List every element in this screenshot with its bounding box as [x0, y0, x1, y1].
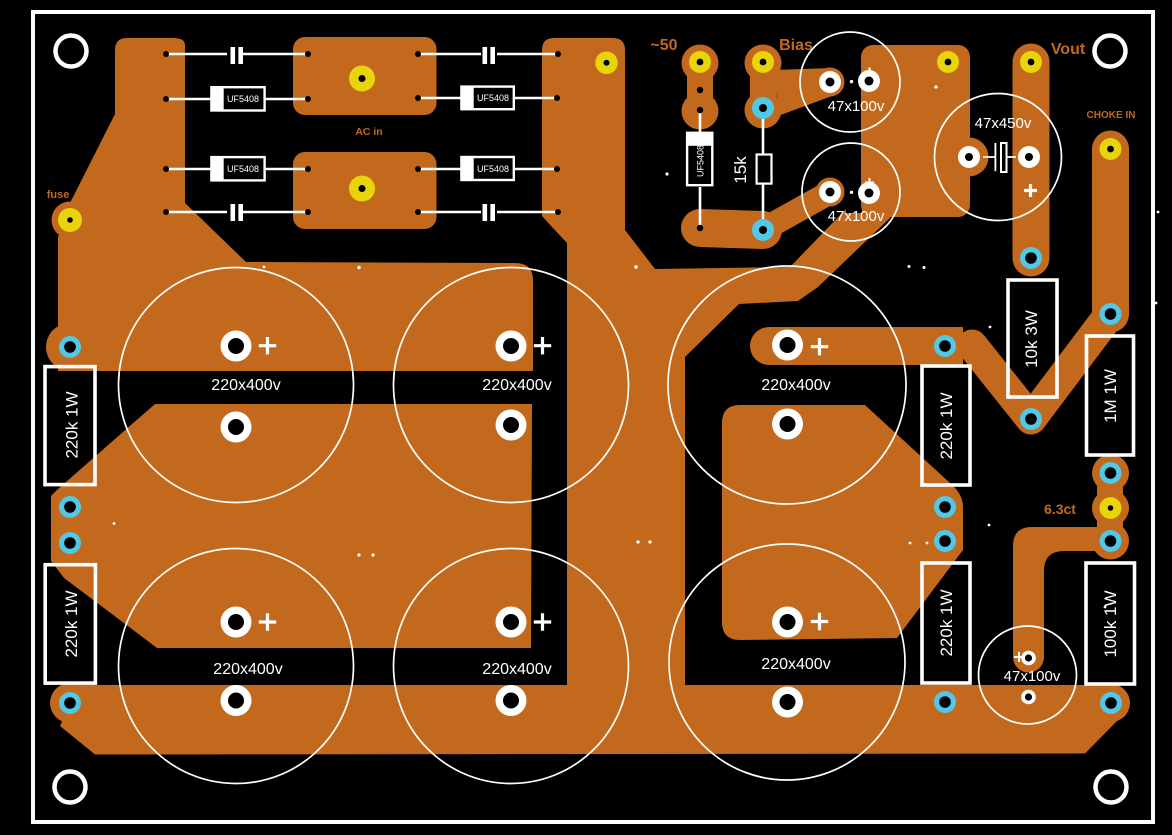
svg-text:220x400v: 220x400v [761, 656, 830, 673]
svg-text:UF5408: UF5408 [477, 164, 509, 174]
svg-text:220x400v: 220x400v [213, 661, 282, 678]
svg-text:220k 1W: 220k 1W [63, 391, 82, 458]
svg-text:6.3ct: 6.3ct [1044, 501, 1076, 517]
svg-text:AC in: AC in [355, 126, 382, 138]
svg-text:220x400v: 220x400v [482, 661, 551, 678]
svg-text:~50: ~50 [650, 37, 677, 54]
svg-text:UF5408: UF5408 [227, 164, 259, 174]
svg-text:UF5408: UF5408 [477, 93, 509, 103]
svg-text:UF5408: UF5408 [696, 145, 706, 177]
svg-text:100k 1W: 100k 1W [1101, 590, 1120, 657]
svg-text:1M 1W: 1M 1W [1101, 369, 1120, 423]
svg-text:47x450v: 47x450v [975, 115, 1032, 132]
svg-text:CHOKE IN: CHOKE IN [1087, 110, 1136, 121]
svg-text:220k 1W: 220k 1W [937, 392, 956, 459]
svg-text:220x400v: 220x400v [211, 377, 280, 394]
svg-text:15k: 15k [731, 156, 750, 184]
svg-text:47x100v: 47x100v [1004, 668, 1061, 685]
svg-text:Bias: Bias [779, 37, 813, 54]
svg-text:47x100v: 47x100v [828, 98, 885, 115]
svg-text:10k 3W: 10k 3W [1022, 310, 1041, 368]
svg-text:fuse: fuse [47, 189, 70, 201]
svg-text:220k 1W: 220k 1W [937, 589, 956, 656]
svg-text:220k 1W: 220k 1W [62, 590, 81, 657]
svg-text:220x400v: 220x400v [761, 377, 830, 394]
svg-text:47x100v: 47x100v [828, 208, 885, 225]
svg-text:Vout: Vout [1051, 41, 1086, 58]
svg-text:UF5408: UF5408 [227, 94, 259, 104]
svg-text:220x400v: 220x400v [482, 377, 551, 394]
